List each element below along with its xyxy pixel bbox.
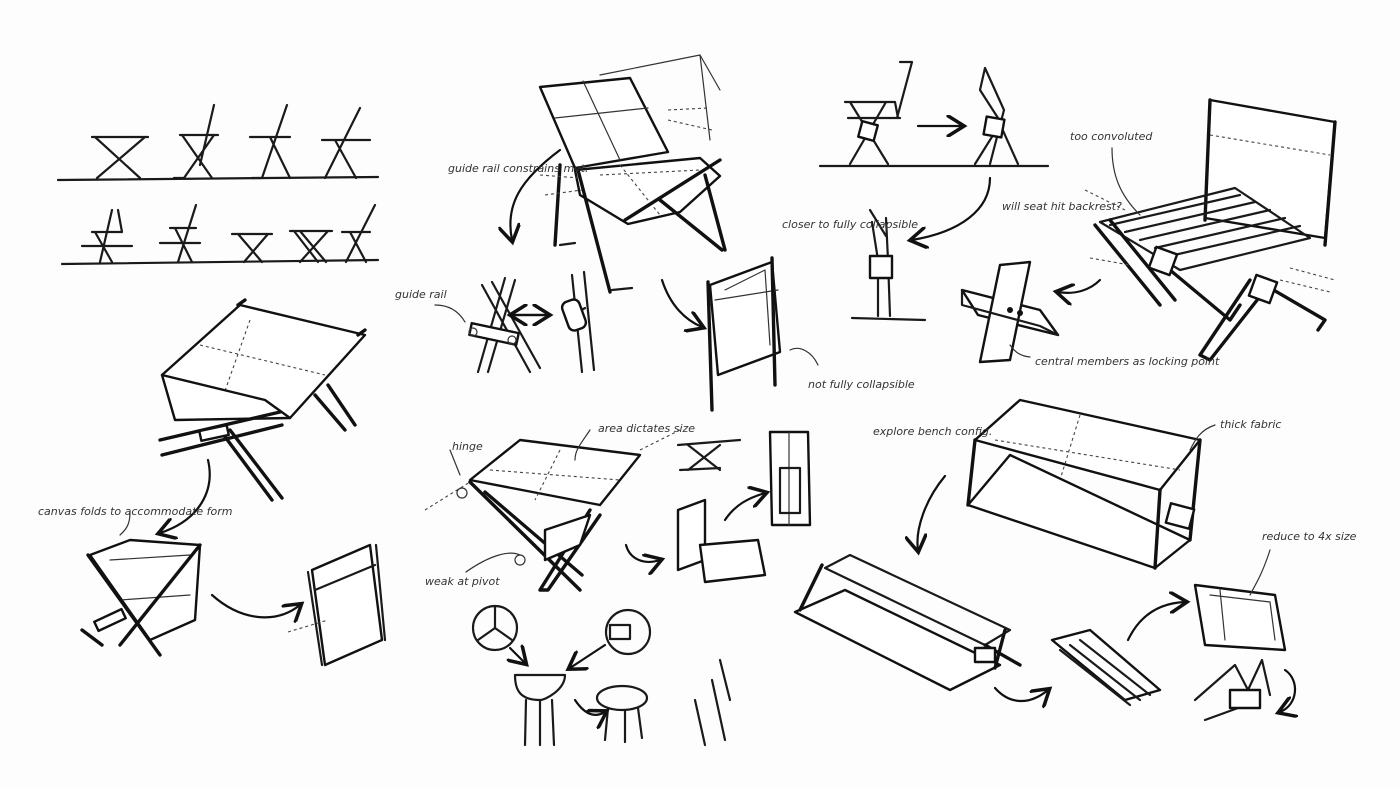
open-bench-sketch [793,553,1048,701]
annotation-leaders [119,148,1271,596]
note-canvas-folds: canvas folds to accommodate form [38,505,233,518]
round-table-sketch [471,604,732,747]
note-weak-at-pivot: weak at pivot [425,575,500,588]
chair-side-view-sketches [818,60,1050,322]
note-reduce-size: reduce to 4x size [1262,530,1357,543]
slatted-chair-sketch [1084,98,1337,362]
note-not-fully-collapsible: not fully collapsible [808,378,915,391]
note-thick-fabric: thick fabric [1220,418,1282,431]
x-stool-sketch [160,298,367,533]
flat-folded-stool-sketch [287,543,387,667]
note-explore-bench: explore bench config. [873,425,993,438]
folded-chair-sketch [660,256,782,412]
note-too-convoluted: too convoluted [1070,130,1153,143]
central-members-sketch [960,260,1102,364]
note-hinge: hinge [452,440,483,453]
note-central-members: central members as locking point [1035,355,1220,368]
note-area-dictates-size: area dictates size [598,422,696,435]
small-chair-sketch [676,430,812,584]
note-seat-hit-backrest: will seat hit backrest? [1002,200,1122,213]
note-guide-rail-constrains: guide rail constrains mvt. [448,162,589,175]
hinge-stool-sketch [424,429,681,592]
note-guide-rail: guide rail [395,288,447,301]
folded-bench-sketch [1050,583,1295,722]
bench-sketch [917,398,1202,570]
note-closer-to-collapsible: closer to fully collapsible [782,218,919,231]
stick-figure-studies [56,103,380,266]
folding-chair-sketch [538,54,727,294]
folded-canvas-stool-sketch [80,538,300,657]
guide-rail-mechanism [468,270,596,374]
